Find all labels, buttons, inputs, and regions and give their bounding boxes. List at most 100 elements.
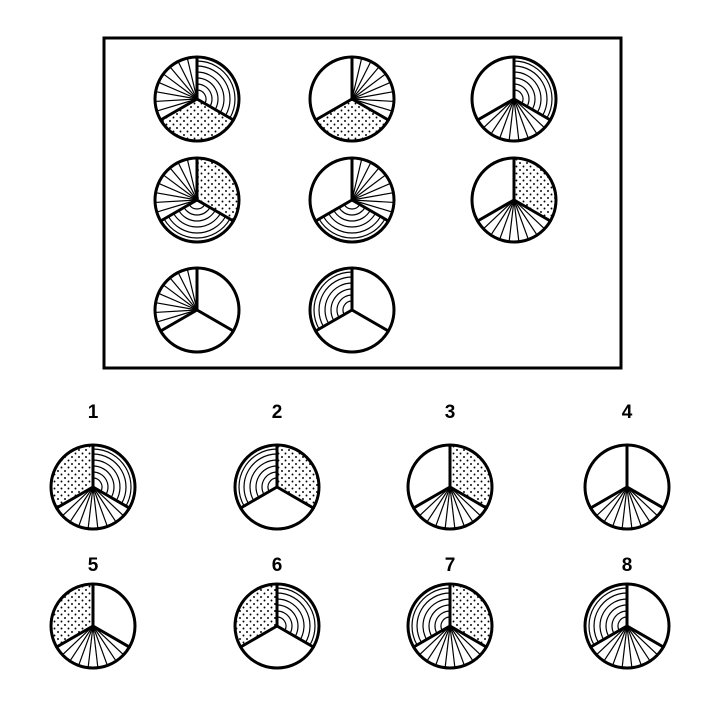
answer-option-5[interactable]: 5 bbox=[49, 555, 137, 670]
option-figure-2 bbox=[233, 443, 321, 531]
option-number: 8 bbox=[622, 555, 633, 576]
circle-outline bbox=[308, 156, 396, 244]
answer-option-4[interactable]: 4 bbox=[583, 402, 671, 531]
circle-outline bbox=[233, 582, 321, 670]
divider-line bbox=[350, 97, 390, 122]
circle-outline bbox=[49, 582, 137, 670]
divider-line bbox=[239, 624, 279, 649]
sector-top-right-arcs bbox=[92, 448, 132, 507]
answer-options: 1 2 3 4 5 6 7 8 bbox=[49, 402, 671, 670]
answer-option-3[interactable]: 3 bbox=[406, 402, 494, 531]
grid-figure-r1-c1 bbox=[153, 55, 241, 143]
option-number: 3 bbox=[445, 402, 456, 423]
sector-bottom-rays bbox=[62, 486, 124, 529]
sector-top-right-arcs bbox=[513, 60, 553, 119]
answer-option-7[interactable]: 7 bbox=[406, 555, 494, 670]
sector-top-right-rays bbox=[351, 57, 394, 112]
sector-top-left-arcs bbox=[411, 587, 451, 646]
grid-figure-r1-c2 bbox=[308, 55, 396, 143]
sector-top-left-arcs bbox=[588, 587, 628, 646]
divider-line bbox=[476, 97, 516, 122]
divider-line bbox=[448, 624, 488, 649]
divider-line bbox=[195, 308, 235, 333]
divider-line bbox=[195, 198, 235, 223]
grid-figure-r2-c1 bbox=[153, 156, 241, 244]
sector-bottom-rays bbox=[483, 199, 545, 242]
grid-figure-r3-c2 bbox=[308, 266, 396, 354]
circle-outline bbox=[233, 443, 321, 531]
circle-outline bbox=[406, 582, 494, 670]
circle-outline bbox=[308, 55, 396, 143]
option-figure-3 bbox=[406, 443, 494, 531]
grid-figure-r2-c2 bbox=[308, 156, 396, 244]
circle-outline bbox=[153, 55, 241, 143]
divider-line bbox=[314, 308, 354, 333]
grid-figure-r2-c3 bbox=[470, 156, 558, 244]
divider-line bbox=[512, 97, 552, 122]
divider-line bbox=[412, 624, 452, 649]
option-number: 2 bbox=[272, 402, 283, 423]
divider-line bbox=[448, 485, 488, 510]
sector-bottom-dots bbox=[315, 99, 389, 141]
circle-outline bbox=[308, 266, 396, 354]
sector-bottom-rays bbox=[596, 486, 658, 529]
option-figure-6 bbox=[233, 582, 321, 670]
divider-line bbox=[275, 485, 315, 510]
answer-option-1[interactable]: 1 bbox=[49, 402, 137, 531]
sector-top-right-rays bbox=[351, 158, 394, 213]
circle-outline bbox=[583, 582, 671, 670]
option-number: 5 bbox=[88, 555, 99, 576]
grid-figure-r3-c1 bbox=[153, 266, 241, 354]
divider-line bbox=[350, 308, 390, 333]
divider-line bbox=[159, 198, 199, 223]
answer-option-6[interactable]: 6 bbox=[233, 555, 321, 670]
sector-bottom-dots bbox=[160, 99, 234, 141]
divider-line bbox=[55, 624, 95, 649]
sector-top-left-arcs bbox=[238, 448, 278, 507]
answer-option-8[interactable]: 8 bbox=[583, 555, 671, 670]
divider-line bbox=[239, 485, 279, 510]
sector-bottom-rays bbox=[596, 625, 658, 668]
sector-bottom-rays bbox=[62, 625, 124, 668]
divider-line bbox=[91, 485, 131, 510]
option-figure-5 bbox=[49, 582, 137, 670]
option-figure-4 bbox=[583, 443, 671, 531]
answer-option-2[interactable]: 2 bbox=[233, 402, 321, 531]
option-figure-8 bbox=[583, 582, 671, 670]
circle-outline bbox=[470, 55, 558, 143]
sector-top-right-arcs bbox=[276, 587, 316, 646]
divider-line bbox=[589, 485, 629, 510]
divider-line bbox=[350, 198, 390, 223]
divider-line bbox=[91, 624, 131, 649]
sector-top-left-arcs bbox=[313, 271, 353, 330]
circle-outline bbox=[470, 156, 558, 244]
divider-line bbox=[195, 97, 235, 122]
circle-outline bbox=[153, 266, 241, 354]
sector-top-left-rays bbox=[155, 268, 198, 323]
option-number: 1 bbox=[88, 402, 99, 423]
divider-line bbox=[275, 624, 315, 649]
sector-bottom-rays bbox=[419, 625, 481, 668]
sector-top-right-arcs bbox=[196, 60, 236, 119]
divider-line bbox=[625, 624, 665, 649]
sector-top-left-rays bbox=[155, 158, 198, 213]
divider-line bbox=[314, 198, 354, 223]
option-number: 6 bbox=[272, 555, 283, 576]
divider-line bbox=[314, 97, 354, 122]
option-figure-1 bbox=[49, 443, 137, 531]
divider-line bbox=[159, 97, 199, 122]
divider-line bbox=[159, 308, 199, 333]
divider-line bbox=[589, 624, 629, 649]
circle-outline bbox=[583, 443, 671, 531]
sector-bottom-rays bbox=[483, 98, 545, 141]
sector-top-left-rays bbox=[155, 57, 198, 112]
sector-bottom-arcs bbox=[163, 204, 231, 239]
option-number: 7 bbox=[445, 555, 456, 576]
question-frame bbox=[102, 36, 623, 370]
sector-bottom-rays bbox=[419, 486, 481, 529]
option-figure-7 bbox=[406, 582, 494, 670]
circle-outline bbox=[49, 443, 137, 531]
divider-line bbox=[476, 198, 516, 223]
option-number: 4 bbox=[622, 402, 633, 423]
